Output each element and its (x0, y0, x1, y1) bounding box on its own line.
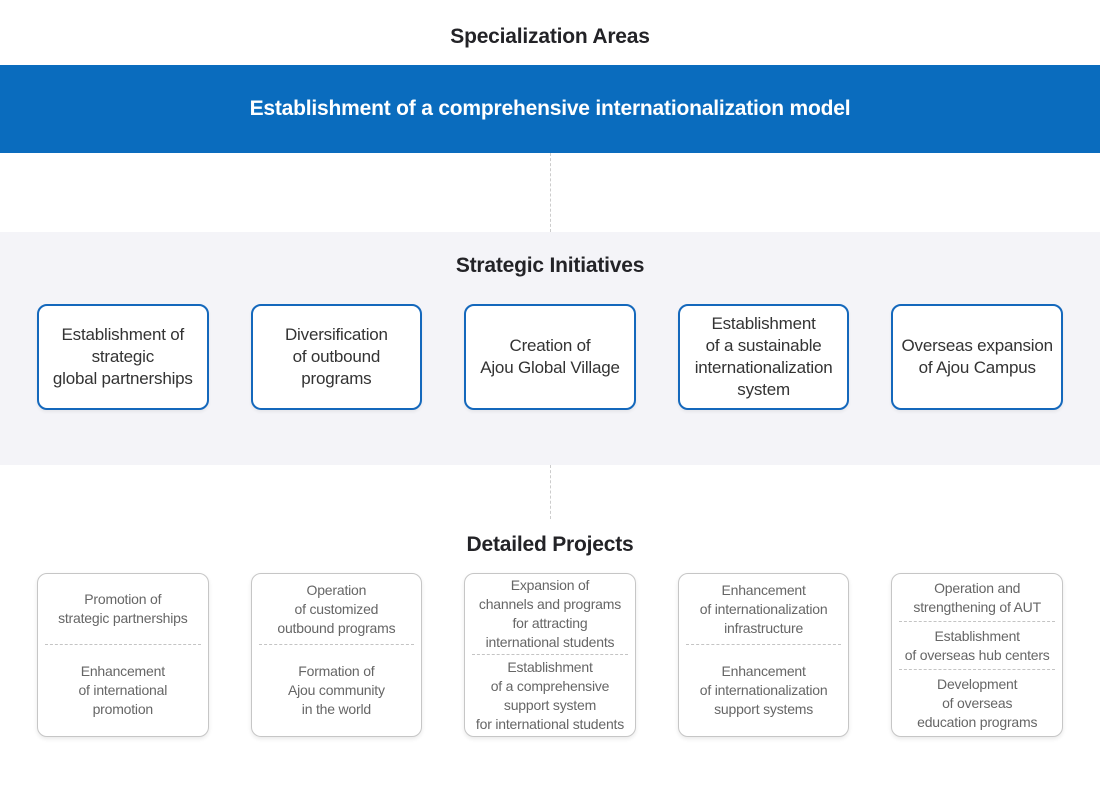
dashed-separator (472, 654, 628, 655)
dashed-separator (899, 669, 1055, 670)
detailed-project-item: Expansion of channels and programs for a… (465, 574, 635, 654)
strategic-initiative-label: Overseas expansion of Ajou Campus (901, 336, 1054, 377)
detailed-project-item: Promotion of strategic partnerships (38, 574, 208, 644)
specialization-areas-title: Specialization Areas (450, 24, 650, 48)
strategic-initiative-card: Diversification of outbound programs (250, 304, 423, 410)
strategic-initiative-label: Establishment of a sustainable internati… (694, 314, 833, 399)
strategic-initiatives-title: Strategic Initiatives (455, 254, 645, 277)
internationalization-diagram: Specialization Areas Establishment of a … (0, 24, 1100, 737)
detailed-project-item: Establishment of overseas hub centers (892, 622, 1062, 669)
detailed-project-card: Operation of customized outbound program… (250, 573, 423, 737)
dashed-connector-bottom (549, 465, 551, 519)
detailed-project-item-label: Expansion of channels and programs for a… (478, 577, 622, 650)
detailed-project-item-label: Promotion of strategic partnerships (58, 591, 188, 626)
detailed-project-item-label: Establishment of a comprehensive support… (475, 658, 625, 732)
detailed-projects-title: Detailed Projects (466, 533, 634, 556)
detailed-project-item: Formation of Ajou community in the world (252, 645, 422, 736)
detailed-project-item: Operation of customized outbound program… (252, 574, 422, 644)
dashed-separator (899, 621, 1055, 622)
strategic-initiative-label: Establishment of strategic global partne… (52, 325, 193, 388)
detailed-project-item: Enhancement of internationalization supp… (679, 645, 849, 736)
detailed-project-item-label: Enhancement of international promotion (78, 663, 168, 717)
dashed-separator (258, 644, 415, 645)
dashed-connector-top (549, 153, 551, 232)
detailed-project-card: Enhancement of internationalization infr… (677, 573, 850, 737)
detailed-project-item: Enhancement of international promotion (38, 645, 208, 736)
detailed-project-card: Operation and strengthening of AUT Estab… (891, 573, 1063, 737)
detailed-projects-grid: Promotion of strategic partnerships Enha… (37, 573, 1063, 737)
detailed-project-item: Operation and strengthening of AUT (892, 574, 1062, 621)
strategic-initiative-label: Diversification of outbound programs (284, 325, 388, 388)
detailed-project-item-label: Operation of customized outbound program… (277, 581, 396, 636)
strategic-initiative-card: Establishment of a sustainable internati… (677, 304, 850, 410)
strategic-initiatives-section: Strategic Initiatives Establishment of s… (0, 232, 1100, 465)
dashed-separator (685, 644, 842, 645)
detailed-project-card: Expansion of channels and programs for a… (464, 573, 636, 737)
strategic-initiative-label: Creation of Ajou Global Village (480, 336, 620, 377)
strategic-initiative-card: Overseas expansion of Ajou Campus (891, 304, 1063, 410)
detailed-project-item: Enhancement of internationalization infr… (679, 574, 849, 644)
detailed-project-item-label: Enhancement of internationalization infr… (699, 581, 828, 636)
detailed-project-item-label: Establishment of overseas hub centers (904, 627, 1050, 663)
detailed-project-item-label: Operation and strengthening of AUT (913, 579, 1041, 615)
detailed-project-item: Development of overseas education progra… (892, 670, 1062, 736)
strategic-initiative-card: Creation of Ajou Global Village (464, 304, 636, 410)
dashed-separator (45, 644, 201, 645)
strategic-initiative-card: Establishment of strategic global partne… (37, 304, 209, 410)
model-banner: Establishment of a comprehensive interna… (0, 65, 1100, 153)
model-banner-label: Establishment of a comprehensive interna… (249, 97, 851, 120)
detailed-project-item-label: Enhancement of internationalization supp… (699, 663, 828, 717)
detailed-project-card: Promotion of strategic partnerships Enha… (37, 573, 209, 737)
detailed-project-item-label: Formation of Ajou community in the world (287, 663, 385, 717)
detailed-project-item-label: Development of overseas education progra… (917, 675, 1038, 730)
detailed-project-item: Establishment of a comprehensive support… (465, 655, 635, 736)
strategic-initiatives-grid: Establishment of strategic global partne… (37, 304, 1063, 410)
